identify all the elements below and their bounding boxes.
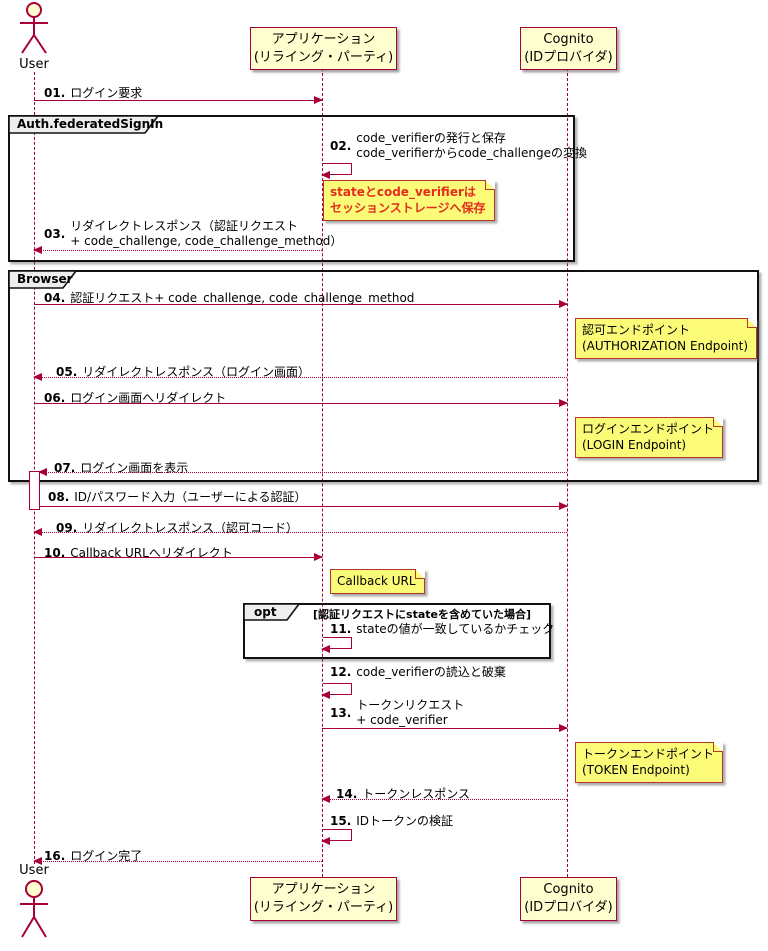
lifeline-user xyxy=(34,72,35,864)
participant-application-bottom: アプリケーション (リライング・パーティ) xyxy=(250,877,397,921)
message-06-arrow xyxy=(34,399,568,407)
participant-application-name: アプリケーション xyxy=(271,31,376,47)
participant-cognito-name: Cognito xyxy=(543,31,594,47)
participant-cognito-bottom: Cognito (IDプロバイダ) xyxy=(520,877,617,921)
message-13-arrow xyxy=(322,724,568,732)
message-05-arrow xyxy=(33,373,567,381)
message-04-arrow xyxy=(34,300,568,308)
group-tab-shape xyxy=(8,115,160,134)
group-opt-condition: [認証リクエストにstateを含めていた場合] xyxy=(313,608,532,621)
group-tab-shape xyxy=(8,270,78,289)
message-08-arrow xyxy=(39,502,568,510)
lifeline-cognito xyxy=(567,68,568,877)
message-03-arrow xyxy=(33,246,322,254)
message-09-arrow xyxy=(33,528,567,536)
actor-user-bottom: User xyxy=(14,863,54,941)
message-16-label: 16. ログイン完了 xyxy=(44,848,143,864)
participant-cognito-subname: (IDプロバイダ) xyxy=(524,49,613,65)
user-stick-figure-icon xyxy=(20,2,48,54)
message-01-arrow xyxy=(34,96,323,104)
message-14-label: 14. トークンレスポンス xyxy=(336,786,471,802)
message-07-arrow xyxy=(38,468,567,476)
message-02-self-arrow xyxy=(321,163,352,179)
message-01-label: 01. ログイン要求 xyxy=(44,85,143,101)
message-03-label: 03. リダイレクトレスポンス（認証リクエスト + code_challenge… xyxy=(44,219,343,249)
group-auth-federatedsignin-label: Auth.federatedSignIn xyxy=(17,117,164,131)
group-browser xyxy=(8,270,759,482)
participant-application-subname: (リライング・パーティ) xyxy=(253,49,394,65)
message-13-label: 13. トークンリクエスト + code_verifier xyxy=(330,698,465,728)
message-04-label: 04. 認証リクエスト+ code_challenge, code_challe… xyxy=(44,290,415,306)
message-11-label: 11. stateの値が一致しているかチェック xyxy=(330,621,555,637)
message-11-self-arrow xyxy=(321,637,352,653)
message-10-arrow xyxy=(34,553,323,561)
participant-application-top: アプリケーション (リライング・パーティ) xyxy=(250,27,397,70)
group-opt xyxy=(243,603,551,659)
actor-user-label: User xyxy=(19,863,49,878)
actor-user-label: User xyxy=(19,57,49,72)
message-08-label: 08. ID/パスワード入力（ユーザーによる認証） xyxy=(48,489,307,505)
note-token-endpoint: トークンエンドポイント (TOKEN Endpoint) xyxy=(575,742,724,784)
participant-cognito-top: Cognito (IDプロバイダ) xyxy=(520,27,617,70)
note-state-session-storage: stateとcode_verifierは セッションストレージへ保存 xyxy=(323,180,495,222)
message-10-label: 10. Callback URLへリダイレクト xyxy=(44,545,233,561)
group-browser-label: Browser xyxy=(17,272,73,286)
user-stick-figure-icon xyxy=(20,880,48,938)
message-06-label: 06. ログイン画面へリダイレクト xyxy=(44,390,227,406)
message-12-label: 12. code_verifierの読込と破棄 xyxy=(330,664,506,680)
activation-bar-user xyxy=(29,471,40,510)
message-16-arrow xyxy=(33,857,322,865)
message-15-self-arrow xyxy=(321,829,352,845)
participant-cognito-subname: (IDプロバイダ) xyxy=(524,900,613,915)
group-tab-shape xyxy=(243,603,301,621)
message-02-label: 02. code_verifierの発行と保存 code_verifierからc… xyxy=(330,131,587,161)
group-auth-federatedsignin xyxy=(8,115,575,262)
group-opt-label: opt xyxy=(254,605,277,619)
message-15-label: 15. IDトークンの検証 xyxy=(330,813,454,829)
message-12-self-arrow xyxy=(321,683,352,699)
message-07-label: 07. ログイン画面を表示 xyxy=(54,460,189,476)
participant-cognito-name: Cognito xyxy=(543,882,594,898)
message-14-arrow xyxy=(321,795,567,803)
participant-application-subname: (リライング・パーティ) xyxy=(253,900,394,915)
participant-application-name: アプリケーション xyxy=(271,882,376,898)
note-authorization-endpoint: 認可エンドポイント (AUTHORIZATION Endpoint) xyxy=(575,318,758,360)
note-callback-url: Callback URL xyxy=(330,569,425,595)
message-05-label: 05. リダイレクトレスポンス（ログイン画面） xyxy=(56,364,311,380)
message-09-label: 09. リダイレクトレスポンス（認可コード） xyxy=(56,520,299,536)
note-login-endpoint: ログインエンドポイント (LOGIN Endpoint) xyxy=(575,417,724,459)
actor-user-top: User xyxy=(14,2,54,72)
